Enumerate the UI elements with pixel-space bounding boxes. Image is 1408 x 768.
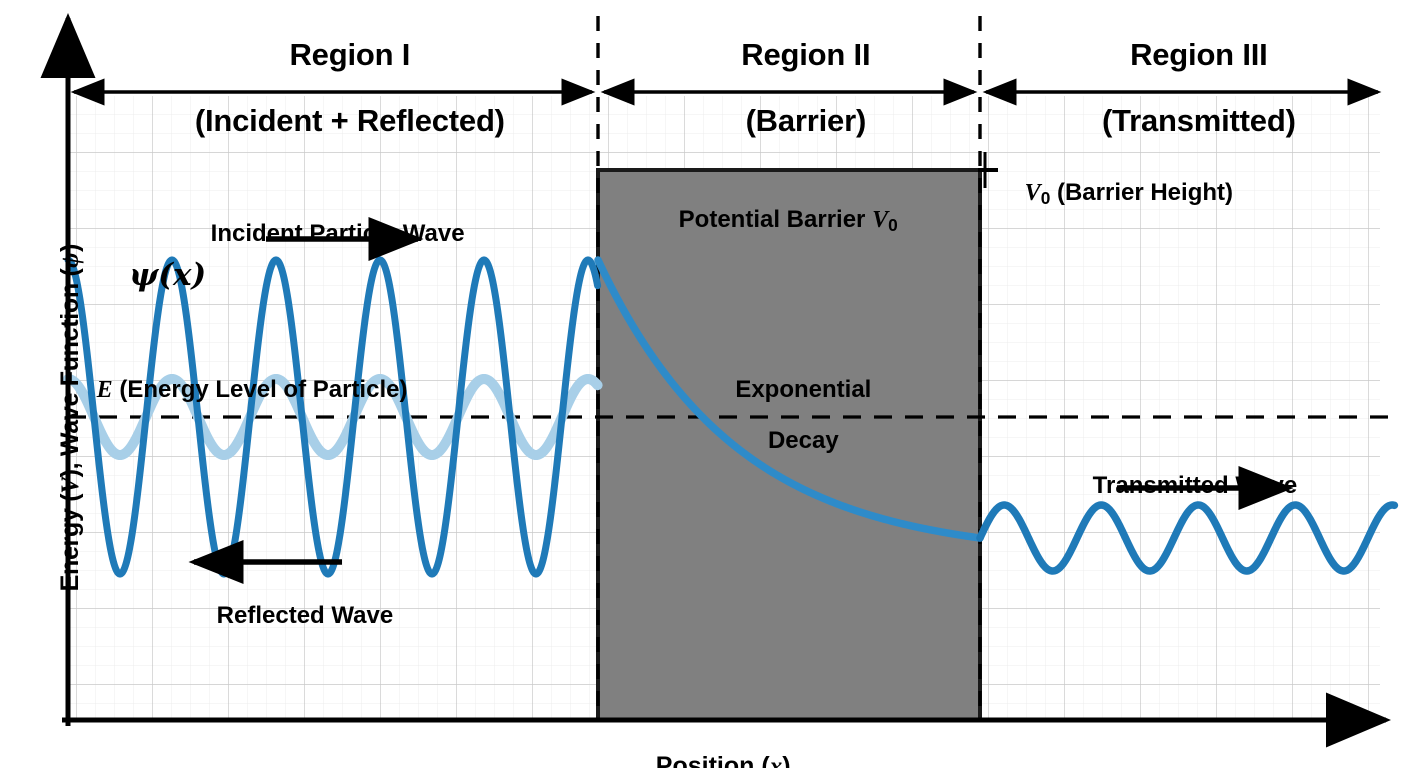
region-1-title: Region I (Incident + Reflected) bbox=[74, 6, 592, 170]
x-axis-label-c: ) bbox=[782, 751, 791, 768]
barrier-height-v: V bbox=[1024, 180, 1041, 207]
incident-particle-wave-label: Incident Particle Wave bbox=[184, 196, 465, 272]
barrier-label-subscript: 0 bbox=[888, 215, 898, 236]
energy-symbol: E bbox=[96, 377, 113, 404]
barrier-height-label: V0 (Barrier Height) bbox=[998, 155, 1233, 233]
region-2-title: Region II (Barrier) bbox=[604, 6, 974, 170]
barrier-label-v: V bbox=[872, 207, 889, 234]
y-axis-label-v: V bbox=[56, 477, 84, 494]
potential-barrier-label: Potential Barrier V0 bbox=[652, 182, 898, 260]
barrier-height-text: (Barrier Height) bbox=[1050, 179, 1233, 207]
transmitted-wave-function bbox=[976, 501, 1399, 575]
incident-wave-function bbox=[64, 256, 602, 578]
x-axis-label-a: Position ( bbox=[655, 751, 770, 768]
y-axis-label-psi: ψ bbox=[56, 252, 84, 269]
exponential-decay-label: Exponential Decay bbox=[670, 352, 910, 479]
region-1-title-line1: Region I bbox=[289, 36, 411, 72]
barrier-height-subscript: 0 bbox=[1040, 188, 1051, 209]
reflected-label-text: Reflected Wave bbox=[216, 602, 394, 630]
region-1-title-line2: (Incident + Reflected) bbox=[194, 102, 505, 138]
energy-level-label: E (Energy Level of Particle) bbox=[70, 352, 408, 429]
transmitted-label-text: Transmitted Wave bbox=[1092, 472, 1298, 500]
region-3-title-line2: (Transmitted) bbox=[1101, 102, 1296, 138]
region-3-title-line1: Region III bbox=[1130, 36, 1268, 72]
psi-of-x-text: ψ(x) bbox=[129, 256, 207, 293]
x-axis-label-x: x bbox=[769, 752, 783, 768]
psi-of-x-label: ψ(x) bbox=[86, 226, 206, 325]
incident-label-text: Incident Particle Wave bbox=[210, 220, 465, 248]
transmitted-wave-label: Transmitted Wave bbox=[1066, 448, 1298, 524]
exponential-decay-curve bbox=[594, 256, 984, 542]
reflected-wave-label: Reflected Wave bbox=[190, 578, 394, 654]
x-axis-label: Position (x) bbox=[628, 726, 791, 768]
y-axis-label-a: Energy ( bbox=[55, 493, 84, 592]
region-3-title: Region III (Transmitted) bbox=[986, 6, 1378, 170]
region-2-title-line2: (Barrier) bbox=[745, 102, 867, 138]
energy-level-text: (Energy Level of Particle) bbox=[112, 376, 408, 404]
region-2-title-line1: Region II bbox=[741, 36, 871, 72]
potential-barrier-block bbox=[596, 168, 982, 722]
barrier-label-text: Potential Barrier bbox=[678, 206, 873, 234]
decay-label-line2: Decay bbox=[767, 427, 839, 455]
y-axis-label-e: ) bbox=[55, 244, 84, 253]
decay-label-line1: Exponential bbox=[735, 376, 872, 404]
